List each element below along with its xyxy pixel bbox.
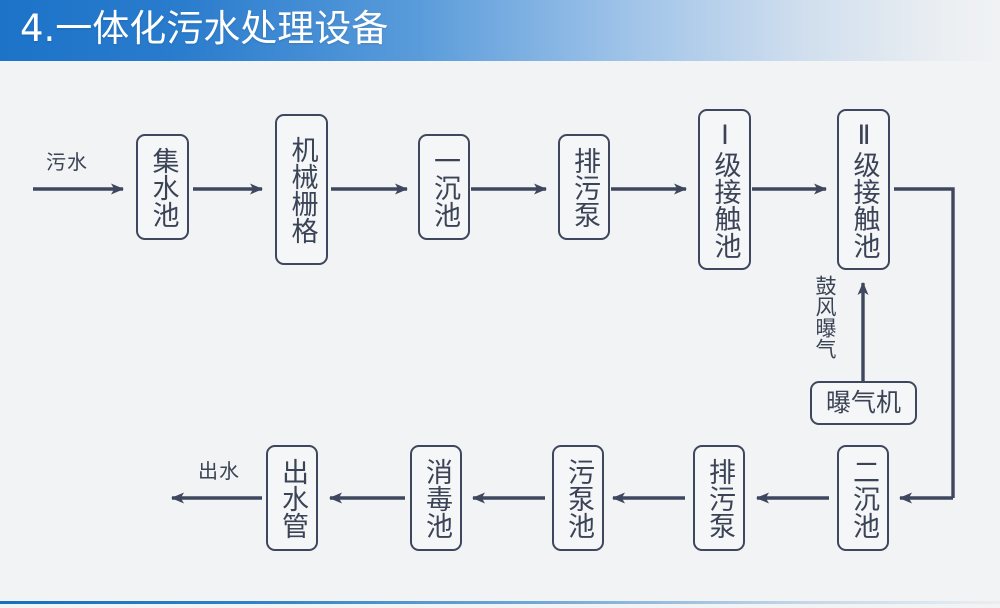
node-contact-tank-2[interactable]: Ⅱ级接触池 [837, 109, 890, 270]
connector-contact2-to-secondary-elbow [894, 187, 955, 498]
node-sewage-pump-bottom[interactable]: 排污泵 [693, 445, 745, 551]
node-aerator-label: 曝气机 [825, 388, 901, 417]
node-contact-tank-1-label: Ⅰ级接触池 [709, 120, 741, 259]
node-sewage-pump-top-label: 排污泵 [569, 146, 601, 228]
process-flow-diagram: 污水 出水 鼓风曝气 集水池 机械栅格 一沉池 排污泵 Ⅰ级接触池 Ⅱ级接触池 … [0, 61, 1000, 601]
node-aerator[interactable]: 曝气机 [810, 381, 917, 425]
node-contact-tank-2-label: Ⅱ级接触池 [848, 120, 880, 259]
outlet-label: 出水 [198, 459, 240, 483]
node-sewage-pump-bottom-label: 排污泵 [704, 457, 736, 539]
node-sludge-pump-tank[interactable]: 污泵池 [552, 445, 604, 551]
node-sewage-pump-top[interactable]: 排污泵 [558, 134, 610, 240]
node-outlet-pipe[interactable]: 出水管 [266, 445, 318, 551]
node-disinfection-tank-label: 消毒池 [421, 457, 453, 539]
node-disinfection-tank[interactable]: 消毒池 [410, 445, 462, 551]
node-collection-tank[interactable]: 集水池 [136, 134, 189, 240]
slide-header-bar: 4.一体化污水处理设备 [0, 0, 1000, 61]
inlet-label: 污水 [46, 150, 88, 174]
node-primary-sedimentation-tank-label: 一沉池 [429, 146, 461, 228]
node-secondary-sedimentation-tank-label: 二沉池 [848, 457, 880, 539]
node-outlet-pipe-label: 出水管 [277, 457, 309, 539]
node-mechanical-grating-label: 机械栅格 [286, 135, 318, 244]
node-primary-sedimentation-tank[interactable]: 一沉池 [418, 134, 470, 240]
footer-rule [0, 601, 1000, 604]
node-collection-tank-label: 集水池 [147, 146, 179, 228]
aeration-label: 鼓风曝气 [813, 275, 837, 359]
page-title: 4.一体化污水处理设备 [20, 7, 389, 50]
node-secondary-sedimentation-tank[interactable]: 二沉池 [837, 445, 889, 551]
node-contact-tank-1[interactable]: Ⅰ级接触池 [698, 109, 751, 270]
node-sludge-pump-tank-label: 污泵池 [563, 457, 595, 539]
node-mechanical-grating[interactable]: 机械栅格 [275, 114, 328, 265]
